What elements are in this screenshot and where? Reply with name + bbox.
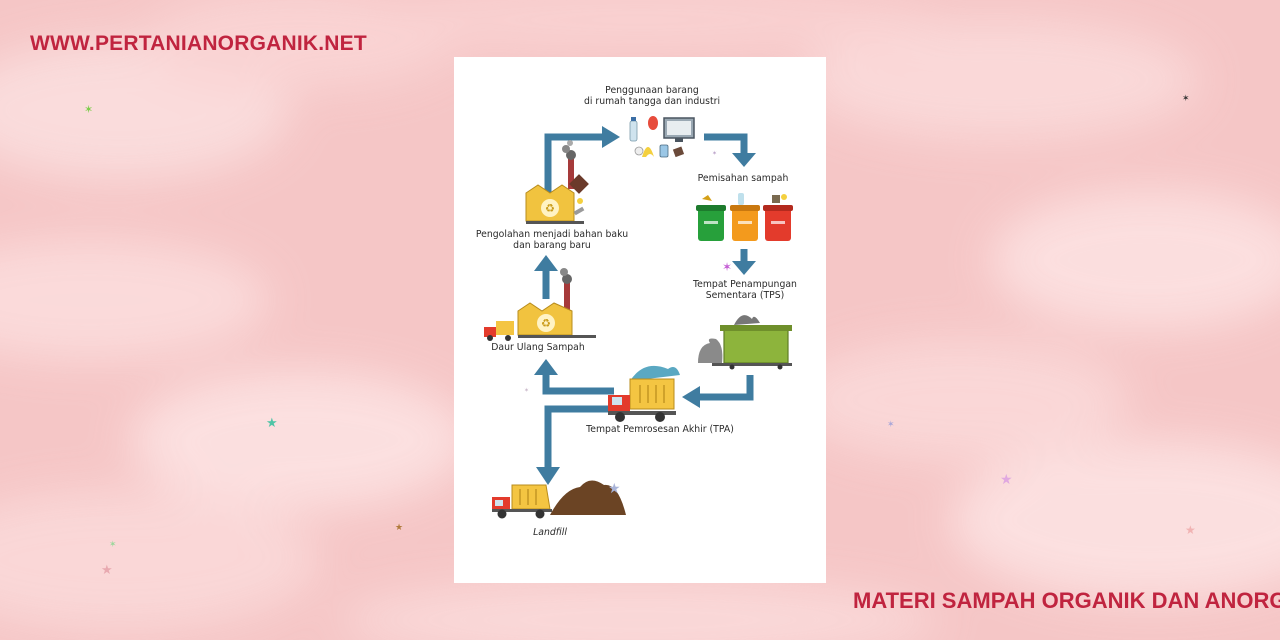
svg-text:✶: ✶ — [524, 387, 529, 394]
arrow-to-tpa — [700, 375, 754, 401]
apple-core-icon — [648, 116, 658, 130]
label-tps-line1: Tempat Penampungan — [693, 279, 797, 290]
factory-icon: ♻ — [484, 268, 596, 341]
dirt-mound-icon — [550, 480, 626, 515]
label-usage-line2: di rumah tangga dan industri — [583, 96, 721, 107]
label-tpa: Tempat Pemrosesan Akhir (TPA) — [586, 424, 734, 435]
label-processing: Pengolahan menjadi bahan baku dan barang… — [472, 229, 632, 251]
label-sorting: Pemisahan sampah — [697, 173, 789, 184]
label-tps-line2: Sementara (TPS) — [705, 290, 785, 301]
recycling-flow-diagram: ✶ — [454, 57, 826, 583]
label-usage-line1: Penggunaan barang — [605, 85, 699, 96]
label-processing-line2: dan barang baru — [513, 240, 591, 251]
star-icon: ✶ — [109, 540, 117, 550]
diagram-graphics: ✶ — [484, 116, 793, 519]
banana-peel-icon — [642, 147, 654, 157]
label-processing-line1: Pengolahan menjadi bahan baku — [475, 229, 629, 240]
arrow-to-landfill — [544, 405, 612, 467]
landfill-truck-icon — [492, 484, 552, 519]
factory-icon: ♻ — [525, 140, 589, 224]
arrow-to-sorting — [704, 133, 748, 155]
page-title: MATERI SAMPAH ORGANIK DAN ANORGANIK — [853, 588, 1280, 613]
star-icon: ★ — [266, 416, 278, 431]
site-url[interactable]: WWW.PERTANIANORGANIK.NET — [30, 32, 367, 55]
label-usage: Penggunaan barang di rumah tangga dan in… — [572, 85, 732, 107]
flow-arrows — [542, 133, 754, 467]
label-tps: Tempat Penampungan Sementara (TPS) — [680, 279, 810, 301]
arrow-to-usage — [544, 133, 602, 199]
star-icon: ★ — [1185, 523, 1196, 537]
star-icon: ★ — [395, 523, 404, 533]
star-icon: ✶ — [84, 103, 94, 116]
label-landfill: Landfill — [533, 527, 567, 538]
star-icon: ✶ — [887, 420, 895, 430]
label-recycle: Daur Ulang Sampah — [491, 342, 585, 353]
star-icon: ★ — [101, 563, 113, 578]
phone-icon — [659, 144, 669, 158]
arrow-heads — [534, 126, 756, 485]
star-icon: ★ — [1000, 472, 1013, 488]
svg-text:✶: ✶ — [712, 150, 717, 157]
svg-text:✶: ✶ — [722, 260, 732, 274]
recycle-icon — [541, 199, 559, 217]
star-icon: ★ — [608, 481, 621, 497]
arrow-to-recycle — [542, 375, 614, 395]
dumpster-icon — [698, 315, 792, 370]
recycle-icon — [537, 314, 555, 332]
trash-bin-icon — [696, 193, 793, 241]
garbage-truck-icon — [608, 365, 680, 422]
trash-bag-icon — [698, 338, 723, 363]
svg-text:♻: ♻ — [545, 202, 555, 215]
battery-icon — [672, 146, 685, 158]
household-items-icon — [629, 116, 695, 158]
star-icon: ✶ — [1182, 94, 1190, 104]
bottle-icon — [629, 120, 638, 142]
svg-text:♻: ♻ — [541, 317, 551, 330]
trash-bag-icon — [734, 315, 760, 325]
garbage-truck-icon — [484, 321, 514, 341]
